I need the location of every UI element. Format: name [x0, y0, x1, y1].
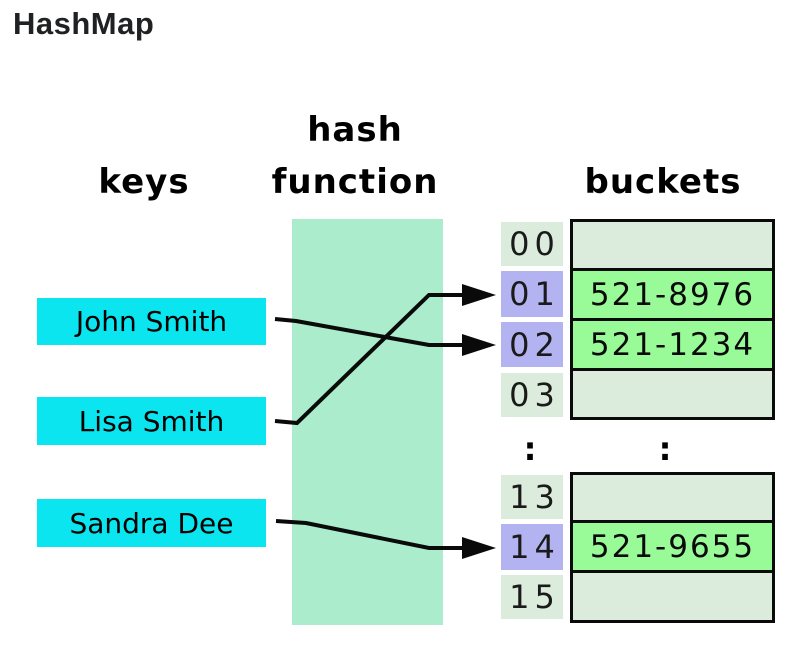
- index-cell-01: 01: [501, 271, 563, 317]
- index-cell-15: 15: [501, 575, 563, 619]
- arrowhead-bucket-02-icon: [462, 334, 496, 356]
- key-label: John Smith: [75, 305, 228, 338]
- index-cell-02: 02: [501, 322, 563, 367]
- index-cell-00: 00: [501, 222, 563, 266]
- key-box-lisa-smith: Lisa Smith: [37, 397, 266, 445]
- arrowhead-bucket-01-icon: [462, 284, 496, 306]
- bucket-row-14: 521-9655: [573, 523, 772, 573]
- bucket-row-15: [573, 573, 772, 620]
- index-column-ellipsis: :: [523, 430, 537, 468]
- bucket-value: 521-1234: [589, 326, 756, 363]
- key-box-john-smith: John Smith: [37, 298, 266, 345]
- bucket-row-00: [573, 222, 772, 271]
- bucket-column-ellipsis: :: [658, 430, 672, 468]
- hash-function-header: hash function: [271, 110, 439, 202]
- key-label: Sandra Dee: [69, 506, 234, 540]
- bucket-table-top: 521-8976 521-1234: [570, 219, 775, 420]
- arrowhead-bucket-14-icon: [462, 537, 496, 559]
- page-title: HashMap: [13, 6, 155, 41]
- bucket-value: 521-9655: [589, 528, 756, 565]
- buckets-header: buckets: [584, 162, 742, 202]
- hash-function-box: [292, 219, 443, 625]
- keys-header: keys: [98, 162, 190, 202]
- bucket-table-bottom: 521-9655: [570, 472, 775, 623]
- index-cell-13: 13: [501, 475, 563, 519]
- index-cell-14: 14: [501, 524, 563, 570]
- bucket-row-03: [573, 371, 772, 417]
- bucket-value: 521-8976: [589, 276, 756, 313]
- bucket-row-01: 521-8976: [573, 271, 772, 321]
- bucket-row-02: 521-1234: [573, 321, 772, 371]
- index-cell-03: 03: [501, 373, 563, 417]
- key-box-sandra-dee: Sandra Dee: [37, 499, 266, 547]
- key-label: Lisa Smith: [78, 404, 225, 438]
- bucket-row-13: [573, 475, 772, 523]
